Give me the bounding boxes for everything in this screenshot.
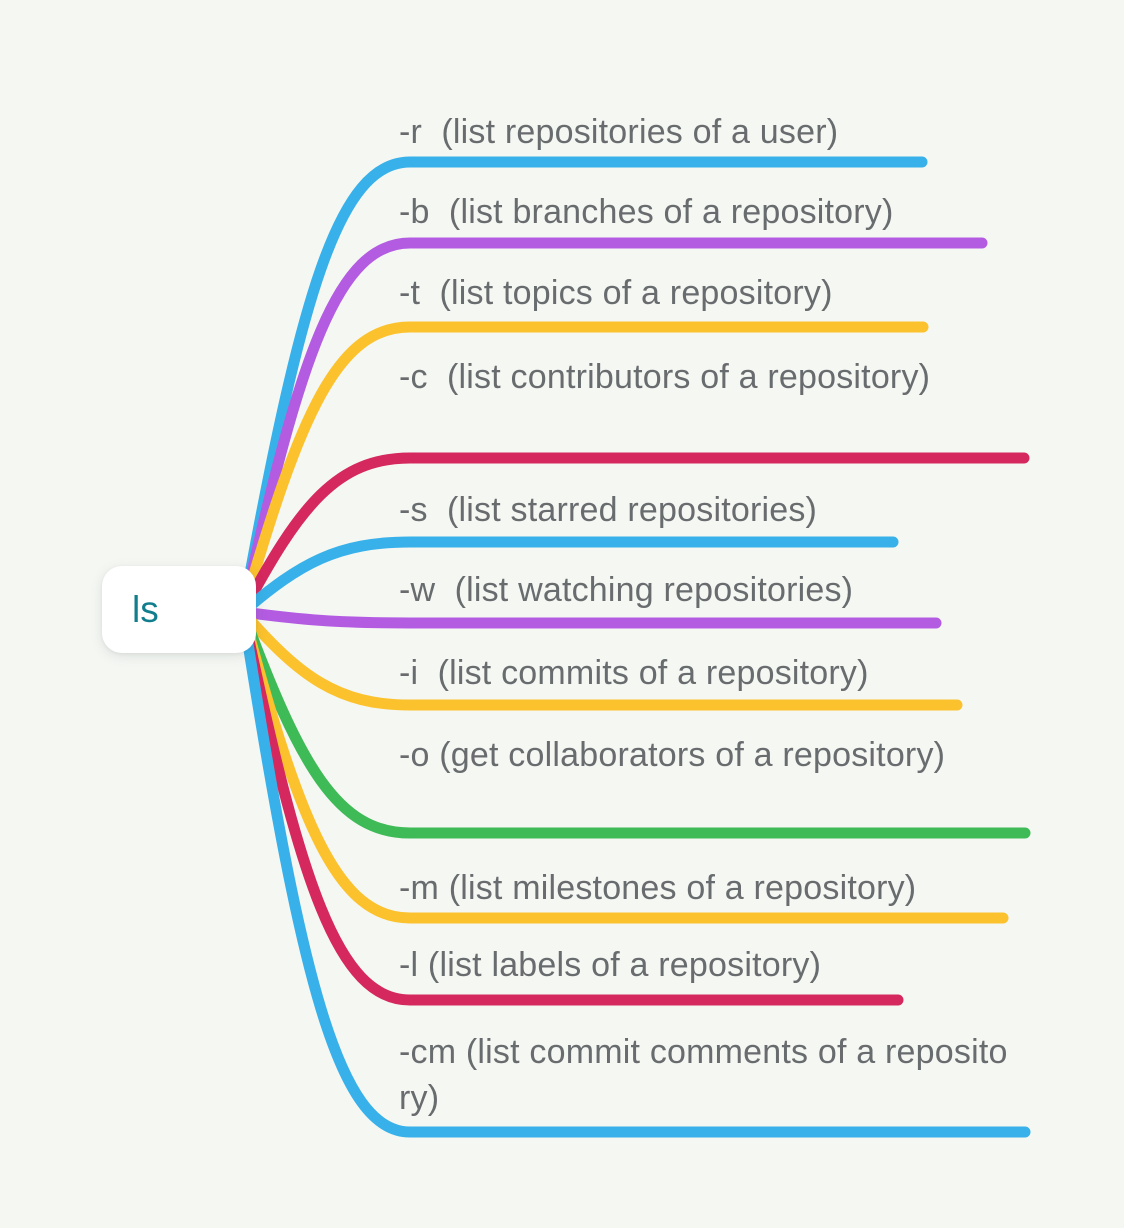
branch-topic-l[interactable]: -l (list labels of a repository): [399, 946, 822, 984]
branch-line-o: [237, 606, 1031, 839]
branch-line-b: [237, 237, 988, 618]
root-topic-node[interactable]: ls: [102, 566, 256, 653]
branch-topic-i[interactable]: -i (list commits of a repository): [399, 654, 869, 692]
branch-topic-o[interactable]: -o (get collaborators of a repository): [399, 736, 946, 774]
branch-topic-m[interactable]: -m (list milestones of a repository): [399, 869, 917, 907]
root-topic-label: ls: [132, 588, 159, 630]
branch-topic-r[interactable]: -r (list repositories of a user): [399, 113, 839, 151]
branch-topic-cm[interactable]: -cm (list commit comments of a repositor…: [399, 1033, 1008, 1117]
branch-topic-c[interactable]: -c (list contributors of a repository): [399, 358, 931, 396]
branch-line-t: [237, 321, 929, 618]
branch-topic-s[interactable]: -s (list starred repositories): [399, 491, 818, 529]
branch-line-w: [237, 606, 942, 629]
branch-line-i: [237, 606, 963, 711]
branch-topic-t[interactable]: -t (list topics of a repository): [399, 274, 833, 312]
branch-line-l: [237, 606, 904, 1006]
branch-line-s: [237, 536, 899, 618]
branch-topic-w[interactable]: -w (list watching repositories): [399, 571, 854, 609]
branch-line-c: [237, 452, 1030, 618]
branch-line-cm: [237, 606, 1031, 1138]
branch-topic-b[interactable]: -b (list branches of a repository): [399, 193, 894, 231]
